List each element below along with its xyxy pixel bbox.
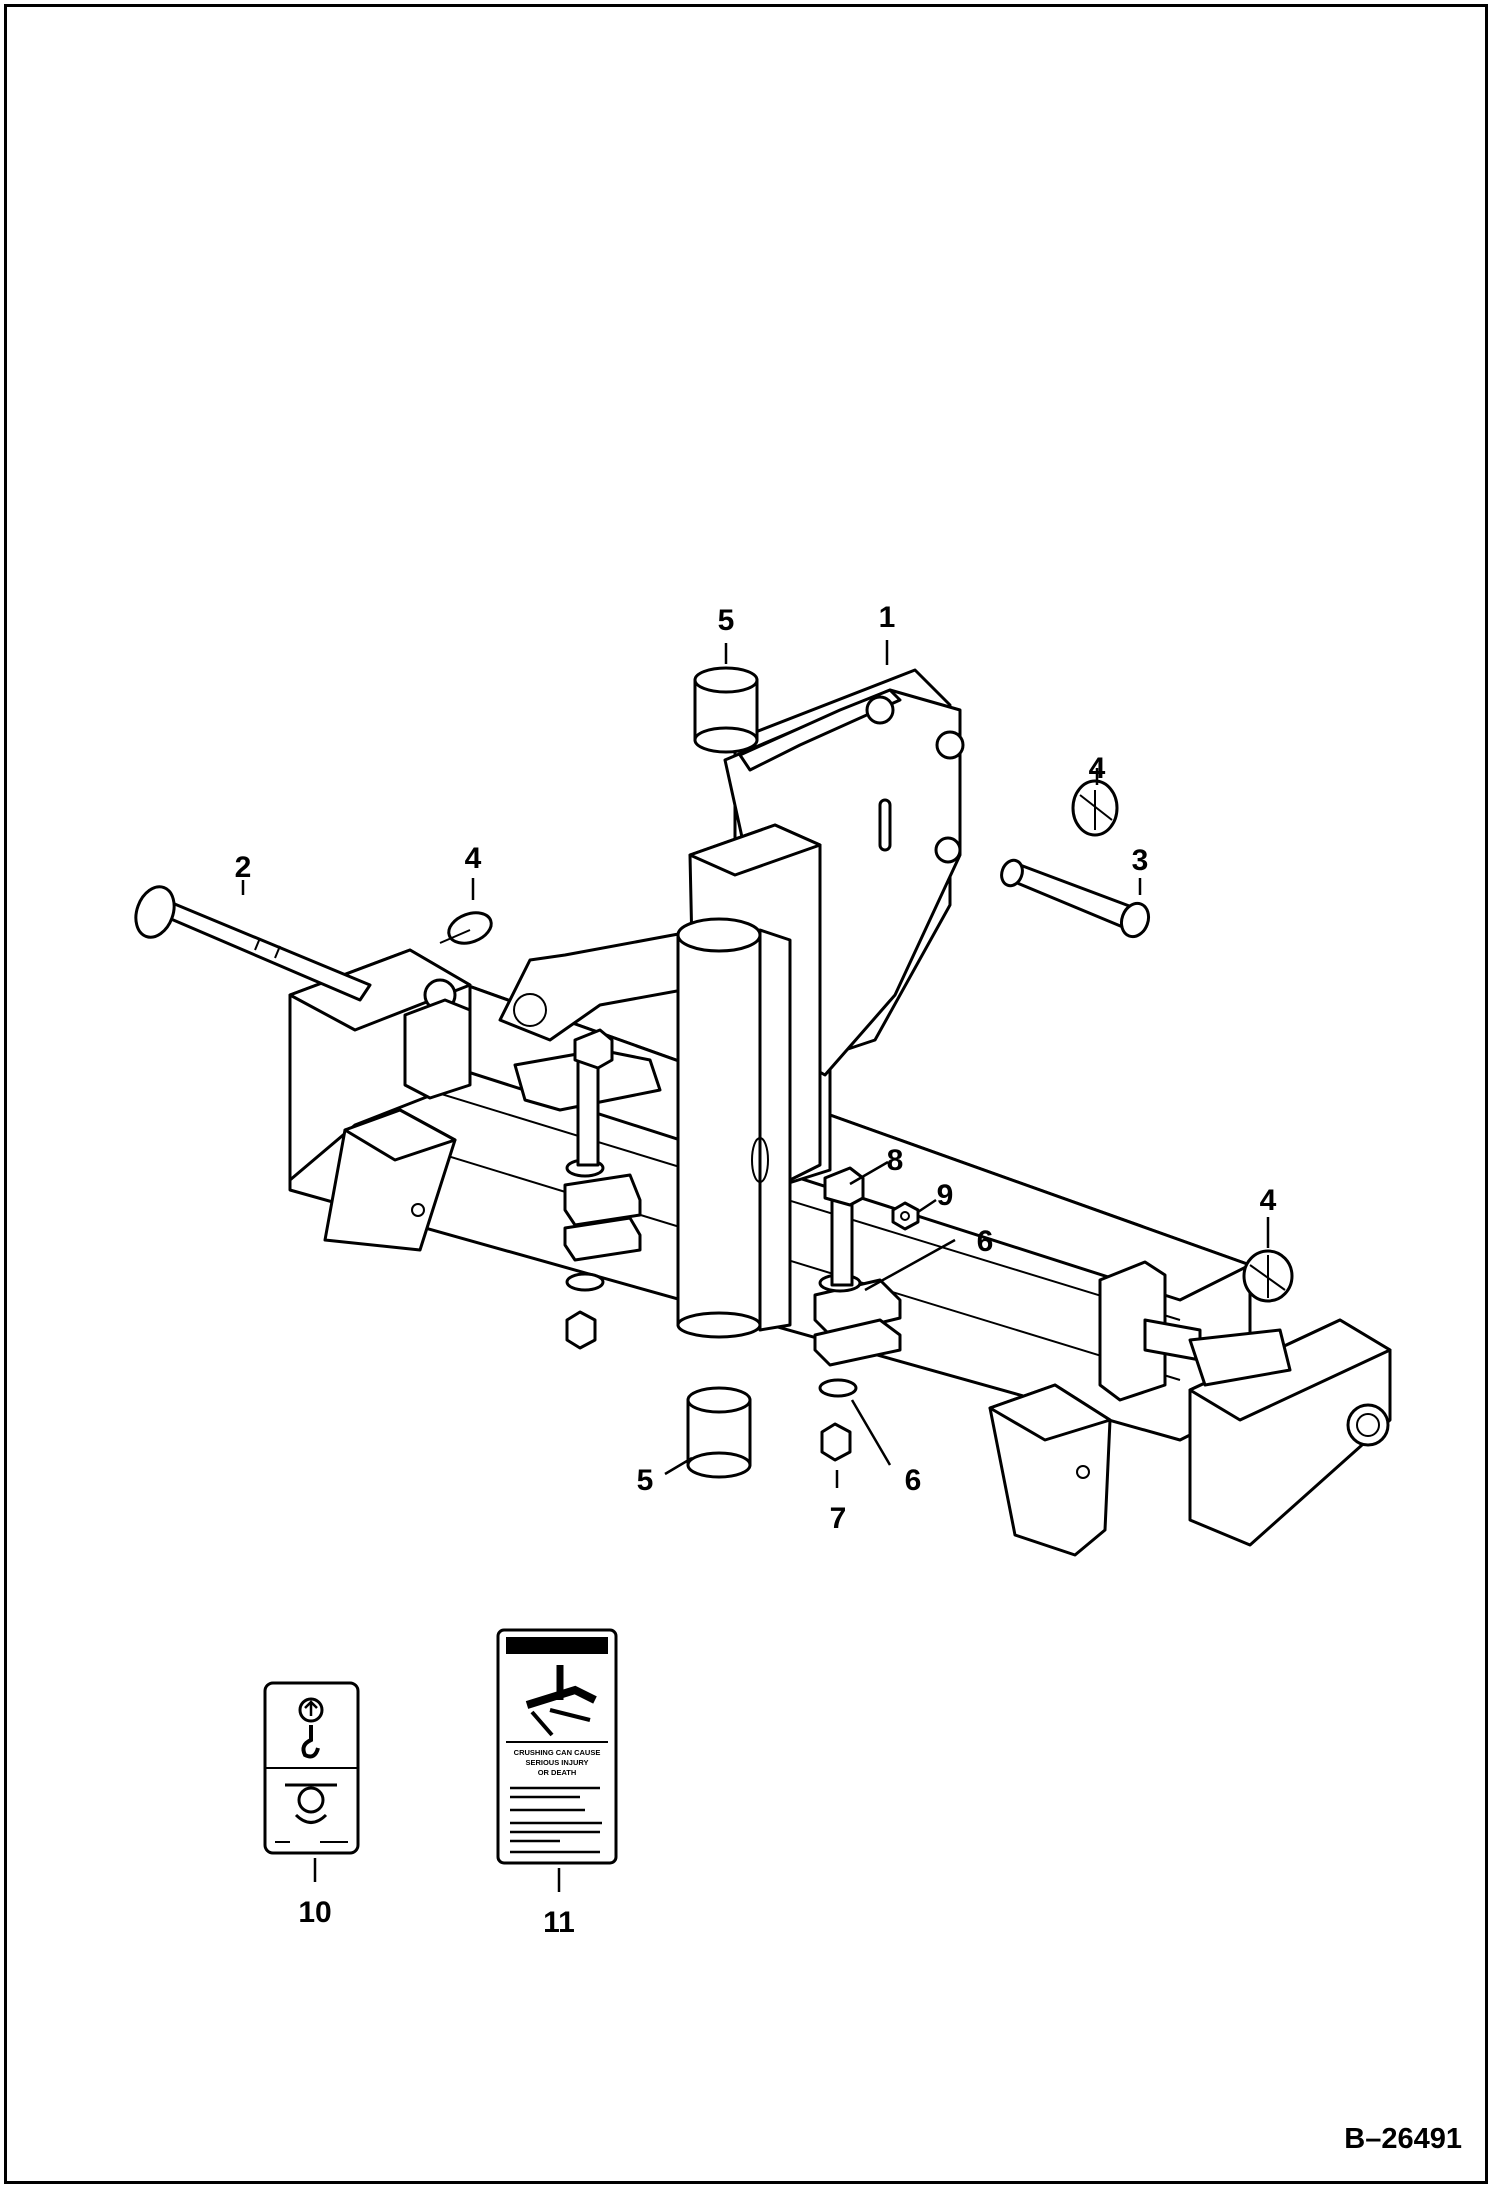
nut-7 [820, 1422, 852, 1462]
pivot-tube [676, 917, 792, 1339]
callout-6-upper: 6 [977, 1225, 994, 1258]
short-pin-3 [1000, 858, 1151, 939]
callout-4-left: 4 [465, 842, 482, 875]
leader-lines [241, 640, 1270, 1892]
callout-2: 2 [235, 851, 252, 884]
tie-down-icon [285, 1783, 337, 1824]
callout-4-upper-right: 4 [1089, 752, 1106, 785]
bolt-8 [823, 1166, 865, 1287]
figure-id: B–26491 [1344, 2123, 1462, 2155]
bushing-top [693, 666, 759, 754]
lynch-pin-left [439, 911, 493, 945]
callout-9: 9 [937, 1179, 954, 1212]
hook-icon [301, 1725, 320, 1759]
callout-8: 8 [887, 1144, 904, 1177]
decal-11-crushing-warning: CRUSHING CAN CAUSE SERIOUS INJURY OR DEA… [496, 1628, 618, 1865]
nut-left [565, 1310, 597, 1350]
callout-4-lower-right: 4 [1260, 1184, 1277, 1217]
callout-10: 10 [298, 1896, 331, 1929]
callout-5-bottom: 5 [637, 1464, 654, 1497]
callout-1: 1 [879, 601, 896, 634]
decal-11-heading-line3: OR DEATH [538, 1768, 577, 1777]
callout-7: 7 [830, 1502, 847, 1535]
decal-11-heading-line1: CRUSHING CAN CAUSE [514, 1748, 601, 1757]
decal-11-heading-line2: SERIOUS INJURY [525, 1758, 588, 1767]
callout-11: 11 [543, 1906, 575, 1939]
callout-6-lower: 6 [905, 1464, 922, 1497]
left-foot-pad [323, 1108, 457, 1252]
lynch-pin-lower-right [1242, 1249, 1294, 1303]
bushing-bottom [686, 1386, 752, 1479]
long-pin-2 [134, 885, 372, 1002]
right-link-plates [813, 1273, 902, 1398]
right-foot-pad [988, 1383, 1112, 1557]
callout-5-top: 5 [718, 604, 735, 637]
callout-3: 3 [1132, 844, 1149, 877]
warning-banner [506, 1637, 608, 1654]
left-bolt [573, 1028, 614, 1167]
decal-10-lift-point [263, 1681, 360, 1855]
lynch-pin-upper-right [1071, 779, 1119, 837]
right-bracket [1098, 1260, 1292, 1402]
nut-9 [891, 1201, 920, 1231]
left-bracket [403, 998, 472, 1100]
decal-11-fine-print [510, 1786, 602, 1854]
crushing-hazard-icon [525, 1665, 597, 1737]
lift-arrow-icon [298, 1697, 324, 1723]
